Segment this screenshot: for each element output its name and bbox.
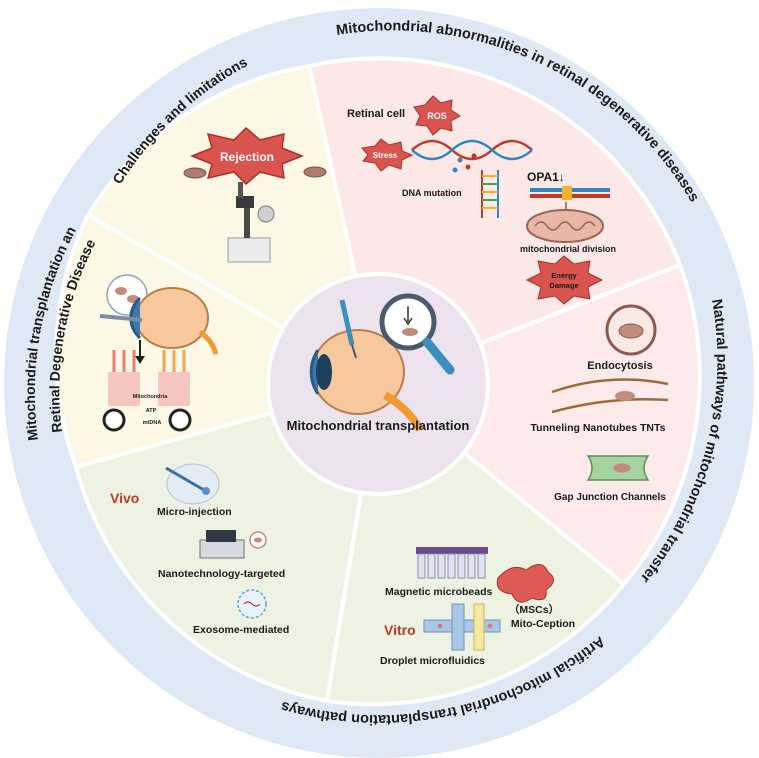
rejection-label: Rejection [220, 150, 274, 164]
vivo-label: Vivo [110, 490, 139, 506]
dna-mutation-label: DNA mutation [402, 188, 462, 198]
mitochondrion-icon [526, 209, 604, 243]
atp-small-label: ATP [146, 408, 157, 414]
vitro-label: Vitro [384, 622, 416, 638]
rejection-burst-icon [189, 126, 305, 186]
mitochondria-small-label: Mitochondria [133, 394, 168, 400]
mitoception-label: Mito-Ception [511, 618, 575, 630]
ros-burst-icon [413, 95, 461, 136]
center-eye-icon [309, 299, 424, 432]
magnetic-label: Magnetic microbeads [385, 586, 493, 598]
dna-strand-icon [411, 139, 533, 173]
eye-arrowhead [135, 356, 145, 364]
droplet-label: Droplet microfluidics [380, 655, 485, 667]
mscs-label: （MSCs） [509, 603, 559, 616]
exosome-label: Exosome-mediated [193, 624, 289, 636]
cell-circle-left [102, 408, 126, 432]
tunneling-nanotube-icon [551, 378, 669, 414]
micro-injection-label: Micro-injection [157, 506, 232, 518]
opa1-label: OPA1↓ [527, 170, 565, 184]
ros-label: ROS [427, 111, 447, 121]
energy-label-2: Damage [549, 281, 578, 290]
eye-injection-icon [99, 274, 219, 355]
nano-label: Nanotechnology-targeted [158, 568, 285, 580]
micro-injection-icon [165, 463, 220, 505]
mito-division-label: mitochondrial division [520, 244, 616, 254]
exosome-icon [237, 589, 267, 619]
stress-burst-icon [361, 138, 414, 172]
dna-ladder-icon [481, 170, 499, 218]
microscope-icon [227, 182, 275, 263]
gap-junction-label: Gap Junction Channels [554, 492, 666, 503]
cell-circle-right [168, 408, 192, 432]
magnifier-icon [379, 293, 455, 375]
mtdna-small-label: mtDNA [143, 420, 162, 426]
retinal-cell-label: Retinal cell [347, 108, 405, 120]
mito-left-icon [183, 167, 207, 179]
center-title: Mitochondrial transplantation [287, 418, 470, 433]
nanotech-device-icon [199, 530, 267, 559]
gap-junction-icon [586, 455, 650, 481]
droplet-microfluidics-icon [423, 603, 501, 651]
energy-label-1: Energy [551, 271, 577, 280]
mito-right-icon [303, 166, 327, 178]
photoreceptor-cells-icon [108, 350, 190, 406]
endocytosis-label: Endocytosis [587, 360, 652, 372]
energy-burst-icon [525, 255, 604, 305]
microbeads-tubes-icon [416, 547, 488, 579]
stress-label: Stress [373, 151, 398, 160]
tnt-label: Tunneling Nanotubes TNTs [531, 422, 666, 434]
msc-cell-icon [496, 564, 554, 603]
endocytosis-icon [605, 304, 657, 356]
